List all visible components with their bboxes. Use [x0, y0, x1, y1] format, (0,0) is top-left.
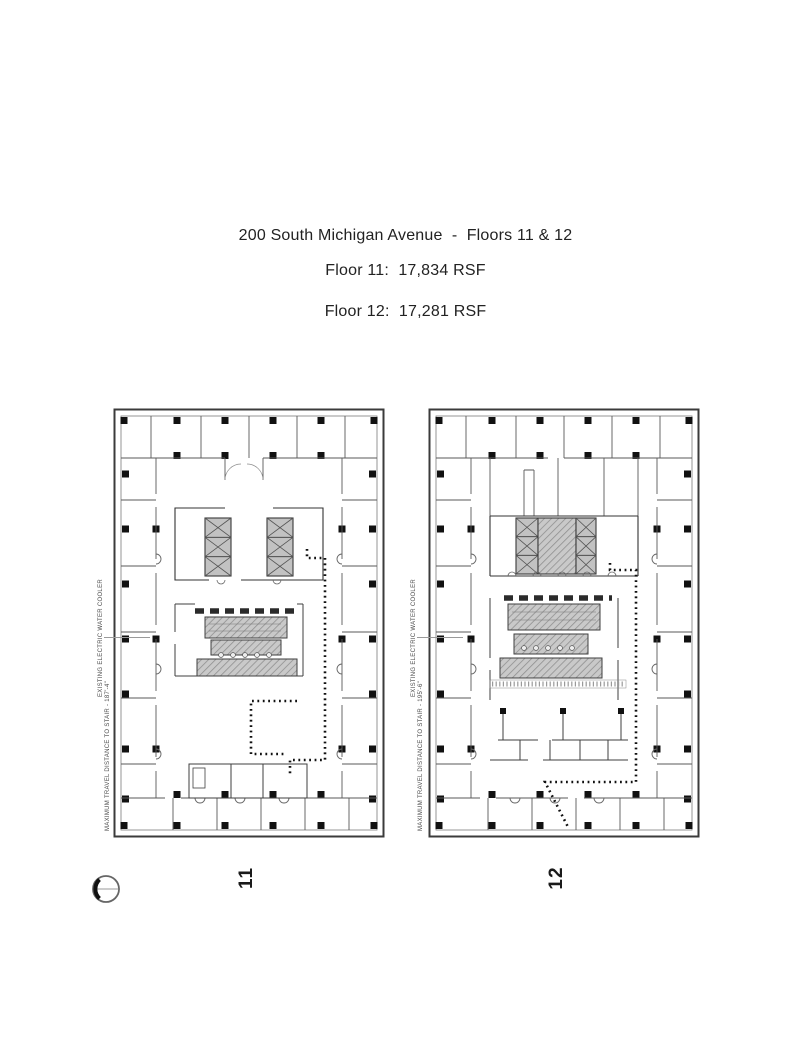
floor-plan-11: [113, 408, 385, 843]
floor-11-label: 11: [236, 866, 257, 890]
floor-12-water-cooler-note: EXISTING ELECTRIC WATER COOLER: [411, 578, 417, 698]
floor-12-travel-distance-note: MAXIMUM TRAVEL DISTANCE TO STAIR - 195'-…: [418, 680, 424, 832]
north-arrow-icon: [92, 875, 120, 903]
floor-12-note-leader-line: [417, 637, 463, 638]
floor-12-label: 12: [546, 866, 567, 890]
floor-11-note-leader-line: [104, 637, 150, 638]
office-partitions: [436, 416, 692, 830]
floor-plan-11-drawing: [113, 408, 385, 838]
core-service-blocks: [489, 595, 627, 700]
building-title: 200 South Michigan Avenue - Floors 11 & …: [238, 227, 573, 244]
floor-11-rsf-line: Floor 11: 17,834 RSF: [325, 262, 486, 279]
core-service-blocks: [174, 603, 304, 677]
office-partitions: [121, 416, 377, 830]
egress-path: [542, 563, 638, 828]
elevator-core: [489, 515, 639, 577]
lower-core-rooms: [188, 763, 308, 799]
floor-11-travel-distance-note: MAXIMUM TRAVEL DISTANCE TO STAIR - 187'-…: [105, 680, 111, 832]
floor-11-water-cooler-note: EXISTING ELECTRIC WATER COOLER: [98, 578, 104, 698]
egress-path: [249, 549, 327, 774]
lower-core-rooms: [490, 714, 628, 761]
elevator-core: [174, 507, 324, 585]
column-grid: [120, 417, 378, 829]
floor-plan-12: [428, 408, 700, 843]
floor-12-rsf-line: Floor 12: 17,281 RSF: [324, 303, 487, 320]
floor-plan-12-drawing: [428, 408, 700, 838]
